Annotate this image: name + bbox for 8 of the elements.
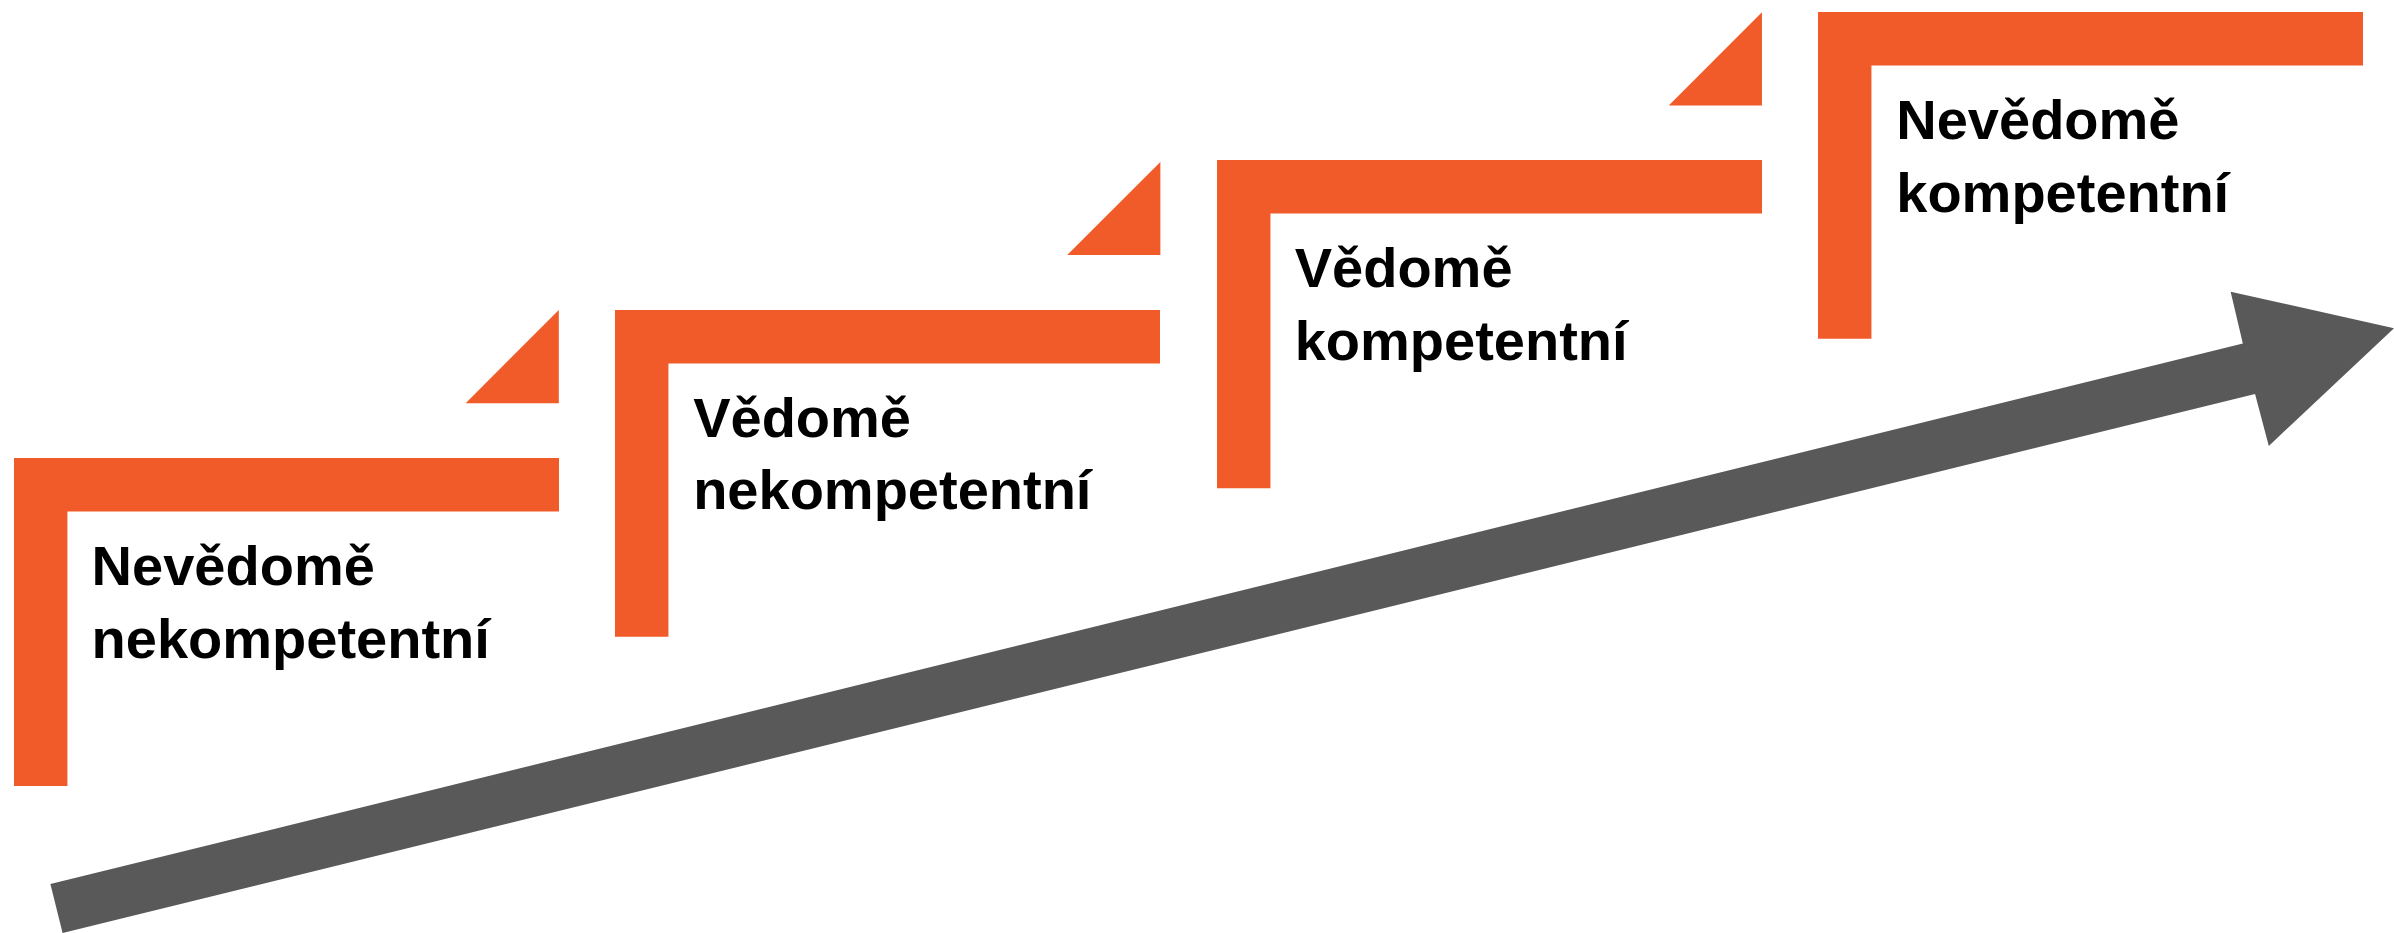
stair-step: [13, 458, 559, 787]
stair-step: [1216, 160, 1762, 489]
step-label: Nevědomě kompetentní: [1896, 86, 2232, 226]
step-label: Vědomě nekompetentní: [693, 384, 1094, 524]
stair-step: [615, 309, 1161, 637]
step-label: Nevědomě nekompetentní: [91, 532, 493, 672]
stair-step: [1818, 12, 2364, 339]
step-label: Vědomě kompetentní: [1294, 235, 1630, 374]
